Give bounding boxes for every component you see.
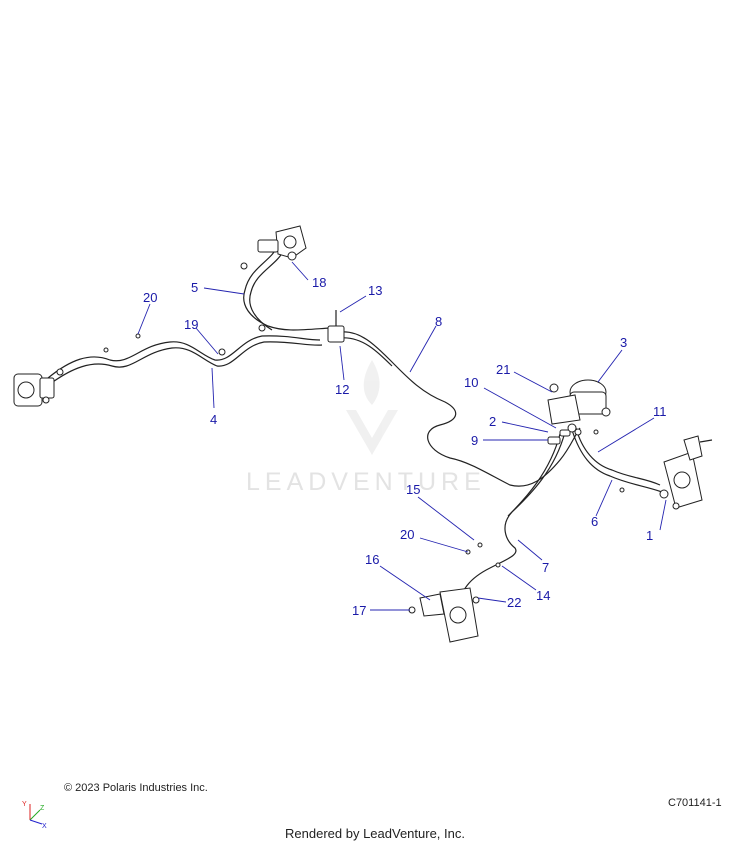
- callout-15: 15: [406, 482, 420, 497]
- callout-13: 13: [368, 283, 382, 298]
- callout-18: 18: [312, 275, 326, 290]
- callout-6: 6: [591, 514, 598, 529]
- hardware: [103, 324, 625, 568]
- callout-20-left: 20: [143, 290, 157, 305]
- rear-left-caliper: [13, 368, 64, 407]
- rendered-by-text: Rendered by LeadVenture, Inc.: [285, 826, 465, 841]
- axis-label-y: Y: [22, 801, 27, 808]
- callout-16: 16: [365, 552, 379, 567]
- master-cylinder: [547, 379, 611, 425]
- callout-22: 22: [507, 595, 521, 610]
- callout-17: 17: [352, 603, 366, 618]
- axis-label-z: Z: [40, 805, 45, 812]
- axis-orientation-icon: Y Z X: [22, 801, 47, 830]
- callout-20-lower: 20: [400, 527, 414, 542]
- watermark-text: LEADVENTURE: [246, 468, 486, 496]
- diagram-code: C701141-1: [668, 797, 722, 809]
- top-caliper: [240, 225, 307, 270]
- callout-7: 7: [542, 560, 549, 575]
- callout-11: 11: [653, 404, 667, 419]
- callout-19: 19: [184, 317, 198, 332]
- callout-9: 9: [471, 433, 478, 448]
- callout-12: 12: [335, 382, 349, 397]
- callout-10: 10: [464, 375, 478, 390]
- brake-lines: [47, 245, 663, 611]
- callout-5: 5: [191, 280, 198, 295]
- callout-4: 4: [210, 412, 217, 427]
- callout-1: 1: [646, 528, 653, 543]
- junction-block: [327, 310, 345, 343]
- callouts: 1 2 3 4 5 6 7 8 9 10 11 12 13 14 15 16 1…: [143, 275, 667, 618]
- copyright-text: © 2023 Polaris Industries Inc.: [64, 782, 208, 794]
- watermark-logo: [346, 360, 398, 455]
- axis-label-x: X: [42, 823, 47, 830]
- callout-14: 14: [536, 588, 550, 603]
- callout-3: 3: [620, 335, 627, 350]
- front-left-caliper: [408, 587, 480, 643]
- right-caliper: [659, 435, 713, 510]
- callout-21: 21: [496, 362, 510, 377]
- callout-8: 8: [435, 314, 442, 329]
- callout-2: 2: [489, 414, 496, 429]
- leader-lines: [137, 261, 667, 611]
- fittings: [547, 423, 582, 445]
